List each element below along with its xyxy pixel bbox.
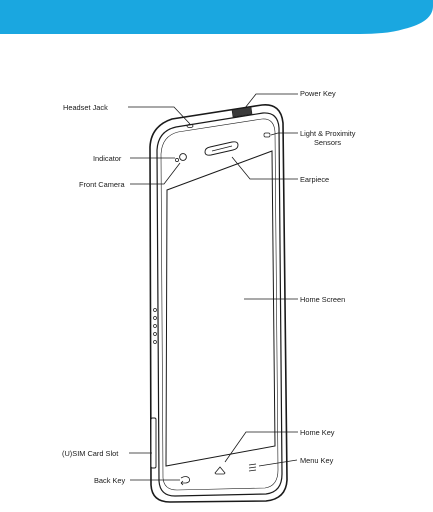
label-menu-key: Menu Key <box>300 456 334 465</box>
home-screen-display <box>166 151 275 466</box>
label-light-proximity-sensors: Sensors <box>314 138 341 147</box>
label-headset-jack: Headset Jack <box>63 103 108 112</box>
label-earpiece: Earpiece <box>300 175 329 184</box>
label-front-camera: Front Camera <box>79 180 125 189</box>
label-power-key: Power Key <box>300 89 336 98</box>
sim-card-slot-cover <box>151 418 156 468</box>
label-indicator: Indicator <box>93 154 122 163</box>
label-sim-card-slot: (U)SIM Card Slot <box>62 449 118 458</box>
label-back-key: Back Key <box>94 476 126 485</box>
label-light-proximity: Light & Proximity <box>300 129 356 138</box>
phone-illustration <box>150 105 287 502</box>
label-home-key: Home Key <box>300 428 335 437</box>
label-home-screen: Home Screen <box>300 295 345 304</box>
